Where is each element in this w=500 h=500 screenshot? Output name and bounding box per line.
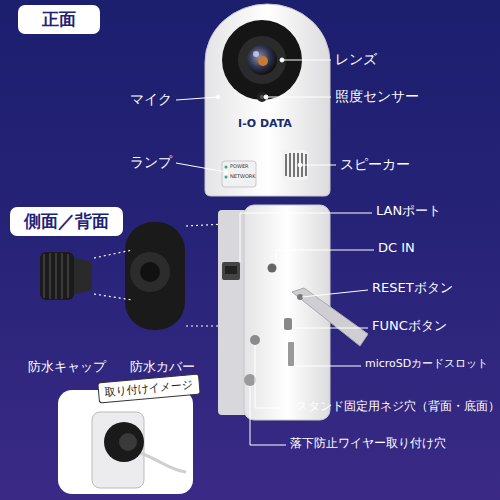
part-label: 照度センサー xyxy=(335,88,419,104)
lamp-label: POWER xyxy=(230,164,249,170)
node-text: 正面 xyxy=(42,8,76,31)
part-label: マイク xyxy=(130,91,172,107)
part-label: 防水キャップ xyxy=(28,360,106,375)
part-label: RESETボタン xyxy=(372,281,453,296)
part-label: スタンド固定用ネジ穴（背面・底面） xyxy=(296,400,500,413)
part-label: FUNCボタン xyxy=(372,319,447,334)
part-label: LANポート xyxy=(376,204,441,219)
section-heading: 正面 xyxy=(18,5,100,34)
part-label: ランプ xyxy=(130,154,172,170)
lamp-label: NETWORK xyxy=(230,174,256,180)
part-label: レンズ xyxy=(335,51,377,67)
part-label: 落下防止ワイヤー取り付け穴 xyxy=(290,437,446,451)
brand-logo: I-O DATA xyxy=(225,118,305,131)
part-label: 防水カバー xyxy=(130,360,195,375)
part-label: DC IN xyxy=(378,241,415,256)
section-heading: 側面／背面 xyxy=(10,207,123,236)
part-label: スピーカー xyxy=(340,156,410,172)
node-text: 側面／背面 xyxy=(24,210,109,233)
part-label: microSDカードスロット xyxy=(365,358,488,371)
